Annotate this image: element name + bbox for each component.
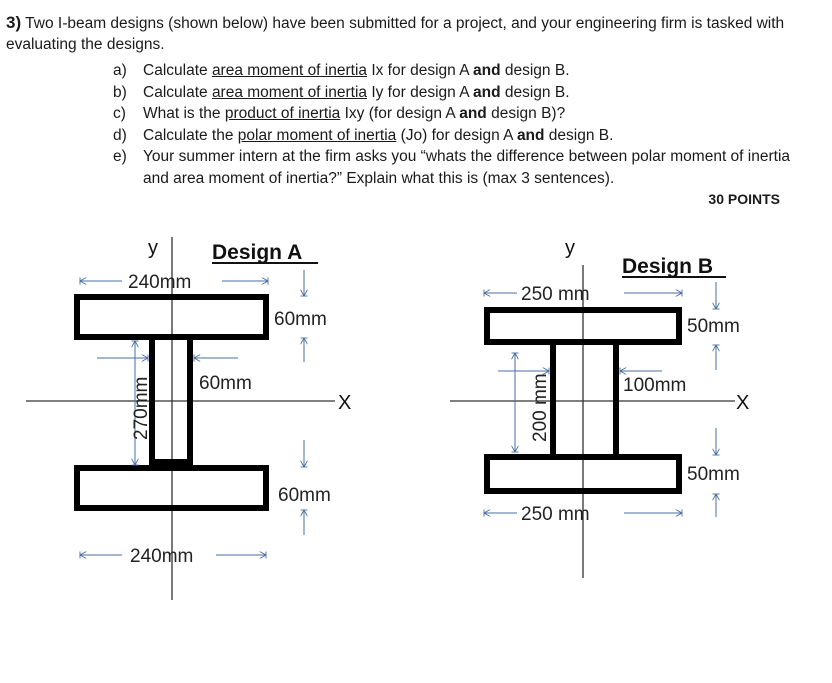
part-label: c): [113, 105, 126, 122]
part-d: d) Calculate the polar moment of inertia…: [113, 125, 813, 147]
design-a-top-width-label: 240mm: [128, 272, 191, 293]
part-c: c) What is the product of inertia Ixy (f…: [113, 103, 813, 125]
part-bold: and: [473, 62, 501, 79]
part-text: Calculate: [143, 62, 212, 79]
design-a-diagram: Design A y X 240mm 60mm 60mm 270mm 60mm: [26, 237, 351, 600]
part-a: a) Calculate area moment of inertia Ix f…: [113, 60, 813, 82]
design-a-bottom-height-label: 60mm: [278, 485, 331, 506]
design-b-diagram: Design B y X 250 mm 50mm 100mm 200 mm 50…: [450, 237, 749, 578]
design-b-web: [550, 339, 619, 460]
design-b-x-axis-label: X: [736, 392, 749, 414]
part-label: b): [113, 83, 127, 101]
question-intro-text: Two I-beam designs (shown below) have be…: [6, 15, 785, 53]
part-text: What is the: [143, 105, 225, 122]
design-b-web-height-label: 200 mm: [530, 373, 551, 442]
part-bold: and: [516, 126, 545, 144]
part-label: a): [113, 62, 127, 79]
design-a-web-height-label: 270mm: [131, 377, 152, 440]
design-b-y-axis-label: y: [565, 237, 575, 259]
part-text: design B.: [544, 126, 614, 144]
design-b-bottom-height-label: 50mm: [687, 464, 740, 485]
design-a-bottom-flange: [74, 465, 269, 511]
design-a-top-height-label: 60mm: [274, 309, 327, 330]
design-b-top-width-label: 250 mm: [521, 284, 590, 305]
design-a-y-axis-label: y: [148, 237, 158, 259]
question-number: 3): [6, 13, 22, 32]
points-label: 30 POINTS: [708, 191, 780, 207]
part-text: Ixy (for design A: [340, 105, 460, 122]
design-b-top-height-label: 50mm: [687, 316, 740, 337]
part-bold: and: [473, 83, 501, 101]
part-term: area moment of inertia: [211, 62, 368, 79]
part-label: e): [113, 148, 127, 165]
part-label: d): [113, 126, 127, 144]
part-text: design B.: [500, 83, 570, 101]
part-bold: and: [459, 105, 487, 122]
part-term: product of inertia: [224, 105, 341, 122]
part-text: Calculate the: [143, 126, 238, 144]
design-a-bottom-width-label: 240mm: [130, 546, 193, 567]
design-a-title: Design A: [212, 241, 302, 264]
part-text: Calculate: [143, 83, 212, 101]
design-a-x-axis-label: X: [338, 392, 351, 414]
design-a-web-width-label: 60mm: [199, 373, 252, 394]
design-b-bottom-flange: [484, 454, 682, 494]
part-text: design B.: [500, 62, 570, 79]
part-e: e) Your summer intern at the firm asks y…: [113, 146, 813, 189]
part-term: area moment of inertia: [211, 83, 368, 101]
part-text: Iy for design A: [367, 83, 473, 101]
design-a-web: [149, 334, 193, 465]
part-text: design B)?: [486, 105, 566, 122]
question-intro: 3) Two I-beam designs (shown below) have…: [6, 12, 826, 55]
question-parts-list: a) Calculate area moment of inertia Ix f…: [113, 60, 813, 189]
part-text: (Jo) for design A: [396, 126, 517, 144]
part-b: b) Calculate area moment of inertia Iy f…: [113, 82, 813, 104]
part-text: Your summer intern at the firm asks you …: [143, 148, 791, 187]
part-text: Ix for design A: [367, 62, 473, 79]
design-b-web-width-label: 100mm: [623, 375, 686, 396]
design-b-title: Design B: [622, 255, 713, 278]
design-b-bottom-width-label: 250 mm: [521, 504, 590, 525]
part-term: polar moment of inertia: [237, 126, 397, 144]
